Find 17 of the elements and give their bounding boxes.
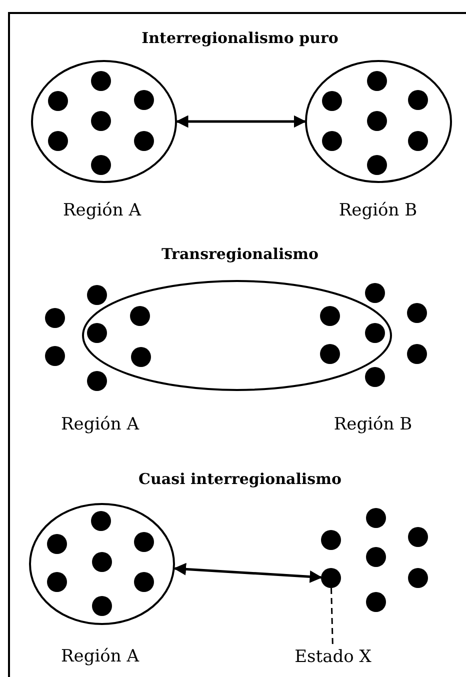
region-ellipse xyxy=(82,280,392,391)
state-dot xyxy=(321,568,341,588)
double-arrow xyxy=(176,115,306,128)
region-ellipse xyxy=(29,503,175,625)
section-heading: Cuasi interregionalismo xyxy=(138,468,342,490)
region-label: Región A xyxy=(60,413,140,436)
region-label: Región B xyxy=(334,413,412,436)
region-label: Región A xyxy=(62,199,142,222)
region-ellipse xyxy=(31,60,177,183)
region-label: Región B xyxy=(338,199,418,222)
region-ellipse xyxy=(305,60,452,183)
section-heading: Transregionalismo xyxy=(161,244,319,265)
double-arrow xyxy=(174,562,322,583)
section-heading: Interregionalismo puro xyxy=(142,28,338,49)
dashed-line xyxy=(330,588,334,646)
state-label: Estado X xyxy=(290,646,376,670)
region-label: Región A xyxy=(60,645,140,668)
